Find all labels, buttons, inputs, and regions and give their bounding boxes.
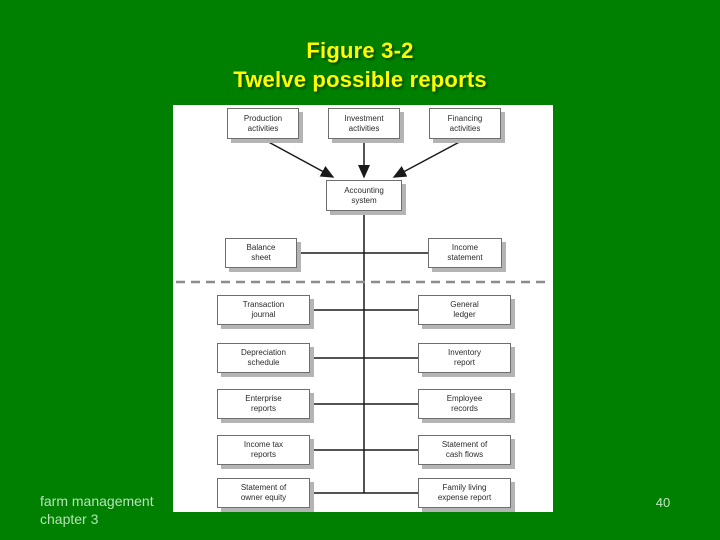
footer: farm management chapter 3	[40, 492, 154, 528]
box-label: records	[451, 404, 478, 413]
slide-title: Figure 3-2 Twelve possible reports	[0, 36, 720, 94]
box-depreciation-schedule: Depreciation schedule	[217, 343, 310, 373]
box-label: report	[454, 358, 475, 367]
box-label: Statement of	[441, 440, 488, 449]
arrow-production-to-accounting	[262, 138, 335, 178]
slide-title-line2: Twelve possible reports	[233, 67, 487, 92]
box-label: activities	[449, 123, 481, 133]
box-label: activities	[348, 123, 380, 133]
footer-line1: farm management	[40, 493, 154, 509]
box-label: schedule	[247, 358, 280, 367]
box-label: cash flows	[445, 450, 484, 459]
box-label: system	[351, 195, 377, 205]
box-label: Depreciation	[241, 348, 286, 357]
box-label: Enterprise	[245, 394, 282, 403]
box-label: Family living	[442, 483, 487, 492]
box-label: statement	[447, 253, 483, 262]
box-inventory-report: Inventory report	[418, 343, 511, 373]
box-label: Investment	[344, 113, 384, 123]
box-label: Accounting	[344, 185, 384, 195]
box-label: journal	[251, 310, 276, 319]
page-number: 40	[655, 495, 671, 510]
box-statement-of-cash-flows: Statement of cash flows	[418, 435, 511, 465]
box-income-tax-reports: Income tax reports	[217, 435, 310, 465]
box-statement-of-owner-equity: Statement of owner equity	[217, 478, 310, 508]
arrow-financing-to-accounting	[392, 138, 466, 178]
box-transaction-journal: Transaction journal	[217, 295, 310, 325]
box-label: ledger	[453, 310, 476, 319]
box-financing-activities: Financing activities	[429, 108, 501, 139]
box-label: Production	[243, 113, 283, 123]
box-income-statement: Income statement	[428, 238, 502, 268]
box-label: Financing	[447, 113, 483, 123]
slide-title-line1: Figure 3-2	[306, 38, 414, 63]
box-label: reports	[251, 404, 276, 413]
box-label: Income tax	[243, 440, 284, 449]
box-accounting-system: Accounting system	[326, 180, 402, 211]
box-label: Income	[451, 243, 479, 252]
box-label: Transaction	[242, 300, 285, 309]
box-general-ledger: General ledger	[418, 295, 511, 325]
box-balance-sheet: Balance sheet	[225, 238, 297, 268]
box-label: reports	[251, 450, 276, 459]
box-enterprise-reports: Enterprise reports	[217, 389, 310, 419]
box-investment-activities: Investment activities	[328, 108, 400, 139]
footer-line2: chapter 3	[40, 511, 99, 527]
diagram-connectors	[176, 138, 550, 494]
box-family-living-expense-report: Family living expense report	[418, 478, 511, 508]
box-label: sheet	[251, 253, 271, 262]
box-label: General	[450, 300, 479, 309]
box-label: owner equity	[240, 493, 287, 502]
box-label: expense report	[437, 493, 492, 502]
box-production-activities: Production activities	[227, 108, 299, 139]
box-label: Inventory	[448, 348, 481, 357]
box-label: Statement of	[240, 483, 287, 492]
figure-diagram: Production activities Investment activit…	[173, 105, 553, 512]
box-label: activities	[247, 123, 279, 133]
box-label: Employee	[446, 394, 483, 403]
box-employee-records: Employee records	[418, 389, 511, 419]
box-label: Balance	[246, 243, 276, 252]
